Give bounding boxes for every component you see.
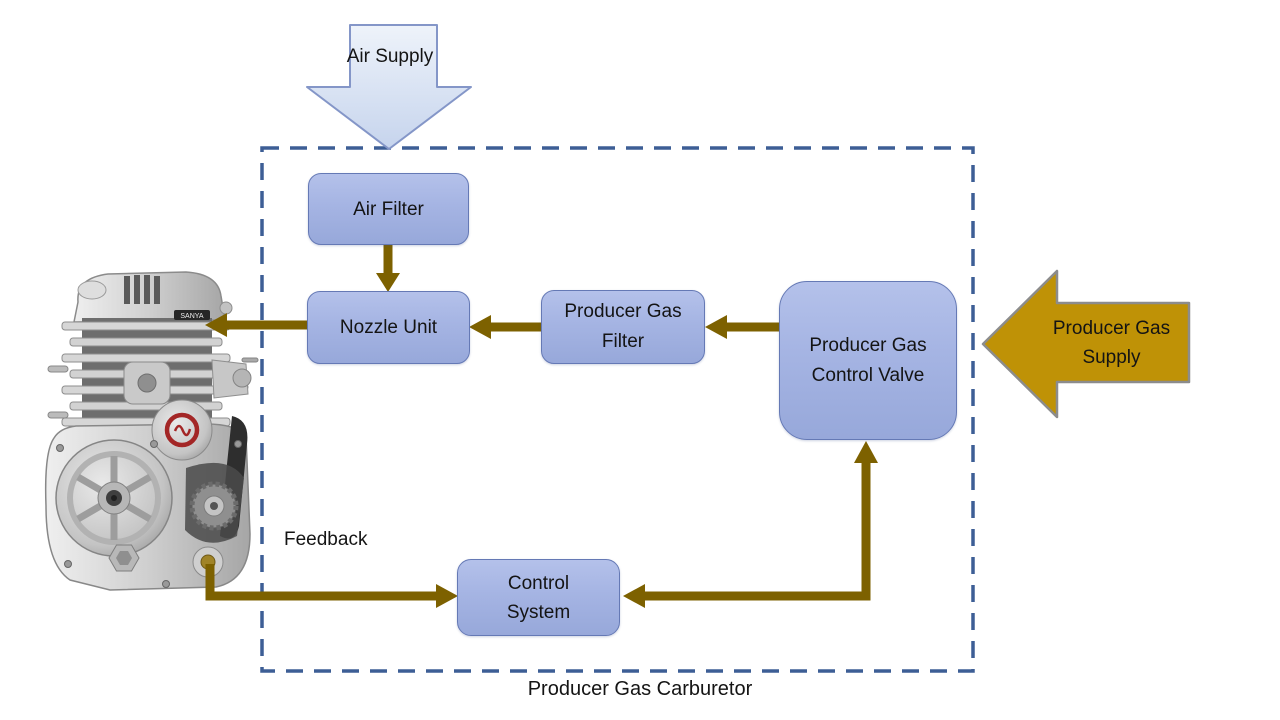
node-nozzle-unit: Nozzle Unit <box>307 291 470 364</box>
producer-gas-supply-arrow-shape <box>981 269 1191 419</box>
arrow-feedback <box>205 564 458 608</box>
air-supply-arrow-shape <box>306 24 472 150</box>
engine-brand-emblem <box>151 399 213 461</box>
producer-gas-supply-label: Producer Gas Supply <box>1052 318 1171 368</box>
engine-carb-stub <box>211 357 259 399</box>
arrow-junction-to-controlsystem-and-valve <box>623 441 878 608</box>
arrow-airfilter-to-nozzle <box>376 244 400 292</box>
engine-image: SANYA <box>44 271 259 591</box>
process-arrows <box>205 244 878 608</box>
control-system-label: Control System <box>506 572 571 623</box>
producer-gas-filter-label: Producer Gas Filter <box>564 301 682 352</box>
air-supply-label: Air Supply <box>346 46 434 67</box>
engine-sprocket <box>189 481 239 531</box>
arrow-nozzle-to-engine <box>205 313 307 337</box>
engine-valve-cover <box>73 271 233 323</box>
air-filter-label: Air Filter <box>353 198 424 220</box>
nozzle-unit-label: Nozzle Unit <box>339 317 438 338</box>
engine-badge-text: SANYA <box>180 313 204 320</box>
engine-clutch-cover <box>55 439 173 557</box>
node-producer-gas-control-valve: Producer Gas Control Valve <box>779 281 957 440</box>
arrow-filter-to-nozzle <box>469 315 541 339</box>
node-air-filter: Air Filter <box>308 173 469 245</box>
node-control-system: Control System <box>457 559 620 636</box>
engine-bottom-details <box>56 440 242 588</box>
arrow-valve-to-filter <box>705 315 779 339</box>
diagram-title: Producer Gas Carburetor <box>527 678 753 700</box>
feedback-label: Feedback <box>284 529 368 550</box>
producer-gas-control-valve-label: Producer Gas Control Valve <box>809 334 927 386</box>
node-producer-gas-filter: Producer Gas Filter <box>541 290 705 364</box>
